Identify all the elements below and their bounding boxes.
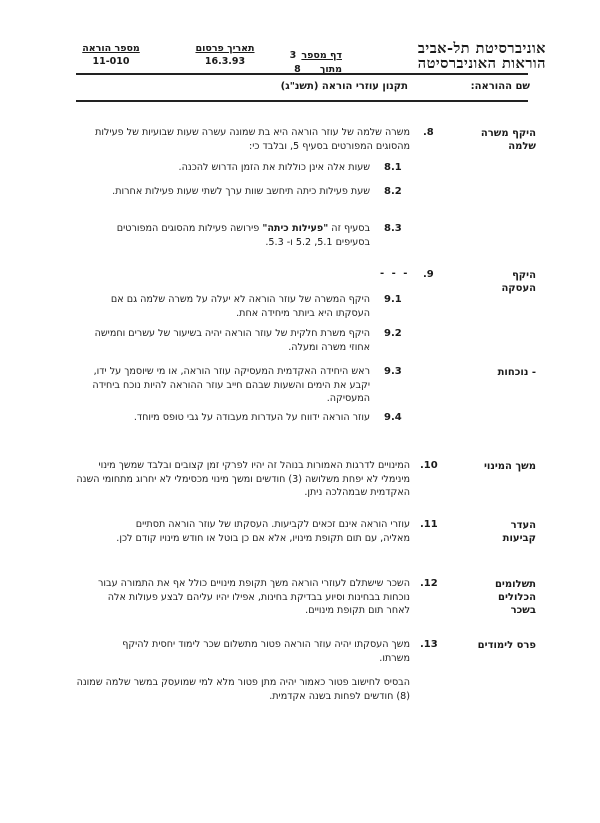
of-label: מתוך	[319, 64, 342, 75]
publication-date-block: תאריך פרסום 16.3.93	[175, 43, 275, 67]
regulations-title: הוראות האוניברסיטה	[417, 55, 546, 72]
section-8-3-post: פירושה פעילות מהסוגים המפורטים בסעיפים 5…	[116, 223, 370, 248]
total-pages: 8	[294, 64, 301, 75]
section-8-3-text: בסעיף זה "פעילות כיתה" פירושה פעילות מהס…	[114, 222, 370, 249]
header-divider-top	[76, 73, 528, 75]
header-divider-bottom	[76, 100, 528, 102]
section-11-number: .11	[420, 519, 438, 530]
section-9-number: .9	[423, 269, 434, 280]
section-8-1-text: שעות אלה אינן כוללות את הזמן הדרוש להכנה…	[178, 162, 370, 173]
section-8-2-text: שעת פעילות כיתה תיחשב שוות ערך לשתי שעות…	[112, 186, 370, 197]
section-9-3-number: 9.3	[384, 366, 402, 377]
section-13-number: .13	[420, 639, 438, 650]
instruction-name-label: שם ההוראה:	[470, 81, 530, 92]
section-10-title: משך המינוי	[483, 461, 536, 472]
section-10-number: .10	[420, 460, 438, 471]
section-8-3-pre: בסעיף זה	[328, 223, 370, 234]
section-10-text: המינויים לדרגות האמורות בנוהל זה יהיו לפ…	[76, 460, 410, 498]
section-9-4-number: 9.4	[384, 412, 402, 423]
section-9-1-text: היקף המשרה של עוזר הוראה לא יעלה על משרה…	[110, 294, 370, 319]
section-13-title: פרס לימודים	[477, 640, 536, 651]
page-label: דף מספר	[301, 50, 342, 61]
page-number-block: דף מספר 3	[290, 43, 342, 62]
section-8-title: היקף משרה שלמה	[480, 128, 536, 152]
page-number: 3	[289, 50, 297, 61]
section-8-number: .8	[423, 127, 434, 138]
instruction-name-value: תקנון עוזרי הוראה (תשנ"ג)	[280, 81, 408, 92]
section-11-text: עוזרי הוראה אינם זכאים לקביעות. העסקתו ש…	[116, 519, 410, 544]
section-9-2-text: היקף משרת חלקית של עוזר הוראה יהיה בשיעו…	[94, 328, 370, 353]
university-name: אוניברסיטת תל-אביב	[417, 40, 546, 57]
section-13-text-2: הבסיס לחישוב פטור כאמור יהיה מתן פטור מל…	[76, 677, 410, 702]
section-8-1-number: 8.1	[384, 162, 402, 173]
section-13-text: משך העסקתו יהיה עוזר הוראה פטור מתשלום ש…	[122, 639, 410, 664]
section-9-title: היקף העסקה	[501, 270, 536, 294]
section-8-3-number: 8.3	[384, 223, 402, 234]
section-9-3-title: - נוכחות	[497, 367, 536, 378]
section-9-dashes: - - -	[380, 268, 410, 279]
instruction-number-block: מספר הוראה 11-010	[66, 43, 156, 67]
page-total-block: מתוך 8	[294, 57, 342, 76]
instruction-number-value: 11-010	[92, 56, 130, 67]
section-9-1-number: 9.1	[384, 294, 402, 305]
section-9-3-text: ראש היחידה האקדמית המעסיקה עוזר הוראה, א…	[92, 366, 370, 404]
section-8-text: משרה שלמה של עוזר הוראה היא בת שמונה עשר…	[95, 127, 410, 152]
section-12-number: .12	[420, 578, 438, 589]
date-value: 16.3.93	[204, 56, 246, 67]
section-8-3-term: "פעילות כיתה"	[262, 223, 329, 234]
section-8-2-number: 8.2	[384, 186, 402, 197]
section-9-4-text: עוזר הוראה ידווח על העדרות מעבודה על גבי…	[133, 412, 370, 423]
date-label: תאריך פרסום	[195, 43, 255, 54]
section-12-title: תשלומים הכלולים בשכר	[494, 579, 536, 616]
instruction-number-label: מספר הוראה	[82, 43, 140, 54]
section-9-2-number: 9.2	[384, 328, 402, 339]
section-11-title: העדר קביעות	[502, 520, 536, 544]
section-12-text: השכר שישתלם לעוזרי הוראה משך תקופת מינוי…	[98, 578, 410, 616]
